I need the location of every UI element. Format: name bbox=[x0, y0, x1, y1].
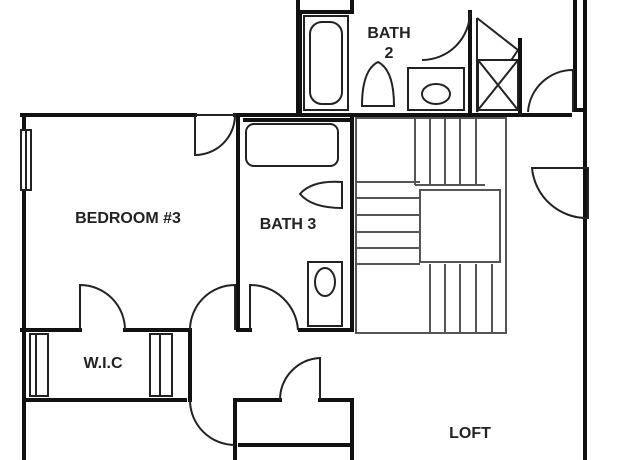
wic-label: W.I.C bbox=[83, 355, 123, 372]
windows bbox=[20, 129, 173, 397]
bath2-label-line1: BATH bbox=[367, 25, 410, 42]
walls bbox=[20, 0, 587, 460]
bath3-fixtures bbox=[245, 123, 343, 327]
staircase bbox=[355, 117, 507, 334]
loft-label: LOFT bbox=[449, 425, 491, 442]
bath3-label: BATH 3 bbox=[260, 216, 317, 233]
bedroom3-label: BEDROOM #3 bbox=[75, 210, 181, 227]
bath2-label-line2: 2 bbox=[385, 45, 394, 62]
bath2-fixtures bbox=[303, 15, 519, 113]
doors bbox=[79, 11, 589, 446]
